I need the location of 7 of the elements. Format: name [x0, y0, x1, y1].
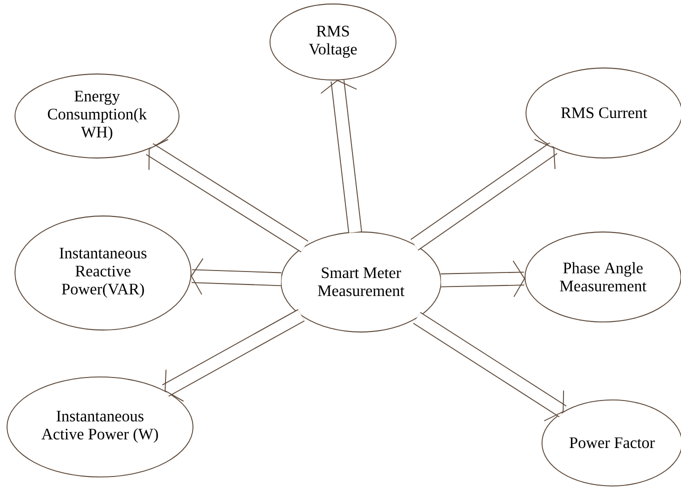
- block-arrow: [410, 138, 558, 250]
- block-arrow: [190, 258, 282, 295]
- block-arrow: [162, 309, 305, 402]
- block-arrow: [146, 139, 308, 252]
- block-arrow: [440, 260, 526, 298]
- block-arrow: [320, 80, 362, 233]
- block-arrow: [413, 312, 566, 422]
